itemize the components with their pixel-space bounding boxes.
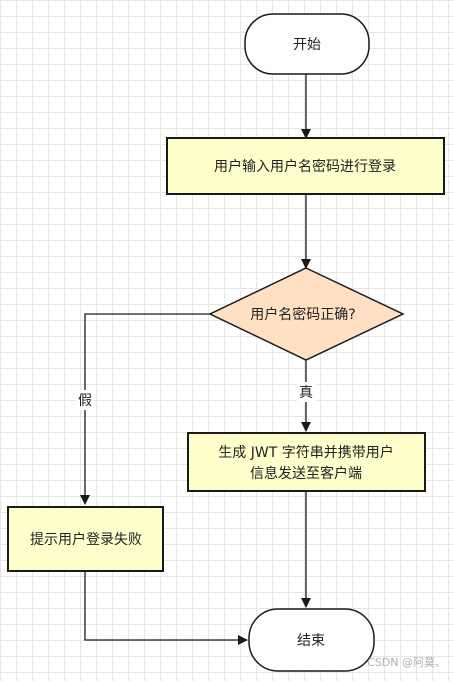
node-check: 用户名密码正确? xyxy=(208,267,405,361)
check-label: 用户名密码正确? xyxy=(250,306,355,323)
true-label-bg xyxy=(297,382,315,402)
end-label: 结束 xyxy=(297,633,325,649)
edge-fail-to-end xyxy=(84,571,248,645)
edges xyxy=(80,74,311,645)
edge-label-true: 真 xyxy=(299,385,313,401)
input-label: 用户输入用户名密码进行登录 xyxy=(214,158,396,175)
fail-shape xyxy=(7,506,164,572)
watermark: CSDN @阿莫、 xyxy=(367,656,446,669)
end-shape xyxy=(248,608,375,672)
edge-label-false: 假 xyxy=(78,393,92,409)
start-label: 开始 xyxy=(293,37,321,53)
node-generate: 生成 JWT 字符串并携带用户 信息发送至客户端 xyxy=(187,432,426,492)
generate-label-line1: 生成 JWT 字符串并携带用户 xyxy=(218,444,393,461)
generate-label-line2: 信息发送至客户端 xyxy=(250,465,362,482)
check-shape xyxy=(208,267,405,361)
node-end: 结束 xyxy=(248,608,375,672)
node-fail: 提示用户登录失败 xyxy=(7,506,164,572)
edge-check-false xyxy=(80,313,210,505)
fail-label: 提示用户登录失败 xyxy=(30,531,142,548)
generate-shape xyxy=(187,432,426,492)
node-start: 开始 xyxy=(244,13,370,75)
start-shape xyxy=(244,13,370,75)
false-label-bg xyxy=(76,390,94,410)
input-shape xyxy=(166,137,445,195)
node-input: 用户输入用户名密码进行登录 xyxy=(166,137,445,195)
